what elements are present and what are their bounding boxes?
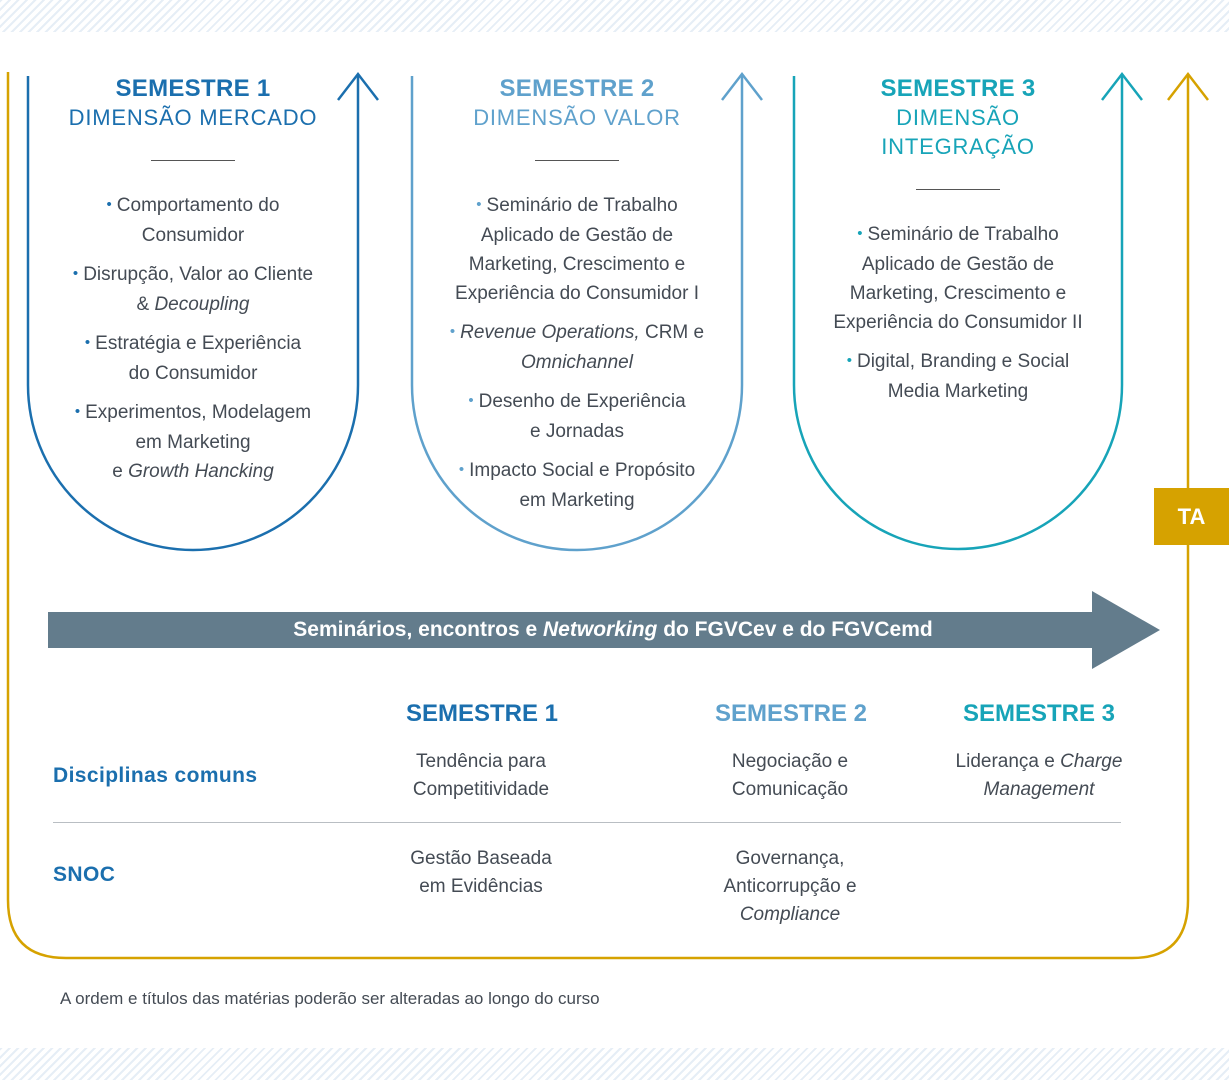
semester-2-outline bbox=[410, 76, 744, 552]
bullet-icon: • bbox=[458, 461, 465, 478]
semester-3-outline bbox=[792, 76, 1124, 551]
semester-1-column: SEMESTRE 1 DIMENSÃO MERCADO •Comportamen… bbox=[43, 74, 343, 496]
semester-1-title: SEMESTRE 1 bbox=[115, 75, 271, 102]
bullet-icon: • bbox=[857, 225, 863, 242]
networking-band-label: Seminários, encontros e Networking do FG… bbox=[48, 612, 1178, 648]
table-divider bbox=[53, 822, 1121, 823]
band-text-end: do FGVCev e do FGVCemd bbox=[657, 618, 933, 641]
semester-1-divider bbox=[151, 160, 235, 161]
row-label-disciplinas-comuns: Disciplinas comuns bbox=[53, 764, 258, 787]
list-item: •Disrupção, Valor ao Cliente& Decoupling bbox=[72, 264, 314, 315]
semester-3-arrowhead-icon bbox=[1101, 71, 1143, 101]
semester-2-dimension: DIMENSÃO VALOR bbox=[473, 105, 681, 130]
semester-1-outline bbox=[26, 76, 360, 552]
bullet-icon: • bbox=[84, 334, 91, 351]
row-label-snoc: SNOC bbox=[53, 863, 116, 886]
semester-2-title: SEMESTRE 2 bbox=[499, 75, 655, 102]
ta-badge: TA bbox=[1154, 488, 1229, 545]
decorative-stripe-bottom bbox=[0, 1048, 1229, 1080]
semester-3-title: SEMESTRE 3 bbox=[880, 75, 1036, 102]
bullet-icon: • bbox=[74, 403, 81, 420]
semester-3-dimension-line-2: INTEGRAÇÃO bbox=[881, 134, 1035, 159]
decorative-stripe-top bbox=[0, 0, 1229, 32]
semester-2-divider bbox=[535, 160, 619, 161]
semester-1-arrowhead-icon bbox=[337, 71, 379, 101]
footnote: A ordem e títulos das matérias poderão s… bbox=[60, 989, 600, 1008]
semester-3-dimension-line-1: DIMENSÃO bbox=[896, 105, 1020, 130]
table-header-semester-3: SEMESTRE 3 bbox=[962, 700, 1116, 727]
band-text-start: Seminários, encontros e bbox=[293, 618, 544, 641]
bullet-icon: • bbox=[449, 323, 456, 340]
semester-2-column: SEMESTRE 2 DIMENSÃO VALOR •Seminário de … bbox=[427, 74, 727, 525]
networking-band-arrowhead-icon bbox=[1092, 591, 1160, 669]
bullet-icon: • bbox=[72, 265, 79, 282]
ta-arrowhead-icon bbox=[1167, 71, 1209, 101]
bullet-icon: • bbox=[476, 196, 482, 213]
table-header-semester-2: SEMESTRE 2 bbox=[714, 700, 868, 727]
table-header-semester-1: SEMESTRE 1 bbox=[405, 700, 559, 727]
bullet-icon: • bbox=[468, 392, 474, 409]
semester-3-column: SEMESTRE 3 DIMENSÃO INTEGRAÇÃO •Seminári… bbox=[808, 74, 1108, 416]
bullet-icon: • bbox=[846, 352, 852, 369]
semester-2-arrowhead-icon bbox=[721, 71, 763, 101]
ta-frame-line bbox=[6, 72, 1190, 960]
networking-band bbox=[48, 612, 1098, 648]
bullet-icon: • bbox=[106, 196, 112, 213]
band-text-italic: Networking bbox=[543, 618, 658, 641]
semester-3-divider bbox=[916, 189, 1000, 190]
semester-1-dimension: DIMENSÃO MERCADO bbox=[68, 105, 318, 130]
